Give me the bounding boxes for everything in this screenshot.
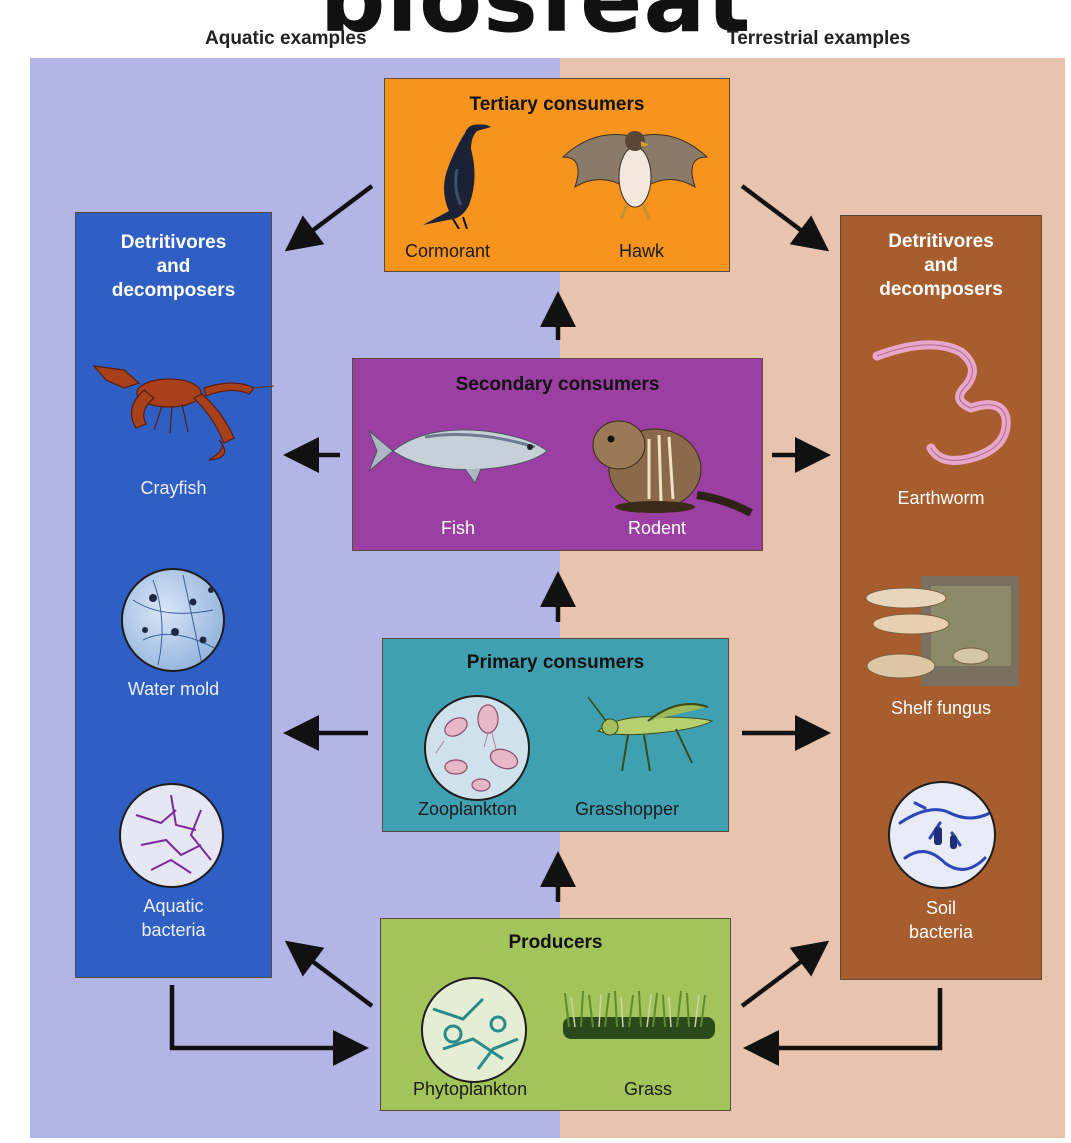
arrow-terrestrial-return-to-producers <box>752 988 940 1048</box>
arrow-producers-to-terrestrial <box>742 946 822 1006</box>
arrow-tertiary-to-aquatic <box>292 186 372 246</box>
arrow-aquatic-return-to-producers <box>172 985 360 1048</box>
arrow-producers-to-aquatic <box>292 946 372 1006</box>
arrow-tertiary-to-terrestrial <box>742 186 822 246</box>
